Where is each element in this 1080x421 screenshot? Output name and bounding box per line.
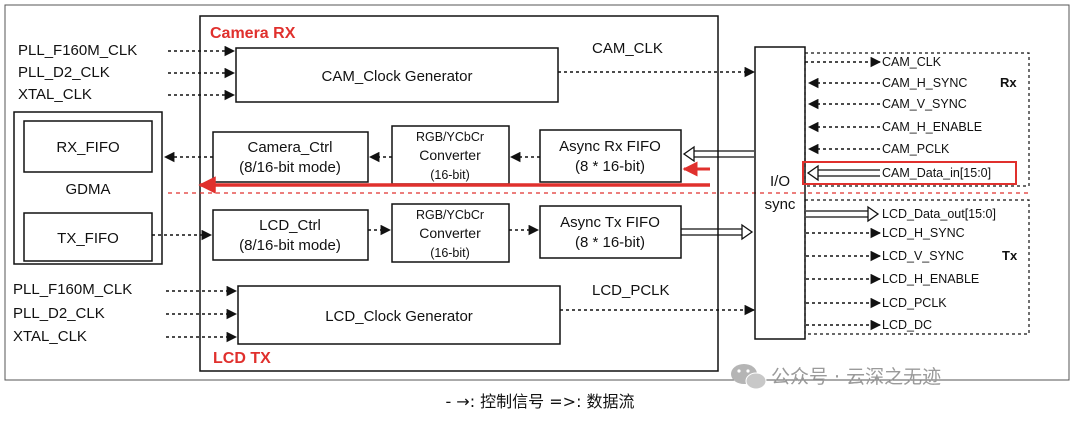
- data-flow-lcd-data-out: [806, 205, 880, 223]
- tx-signal-lcd-dc: LCD_DC: [882, 318, 932, 332]
- data-flow-tx-fifo-to-io: [681, 223, 754, 241]
- tx-signals-box: [804, 199, 1030, 335]
- cam-clk-label: CAM_CLK: [592, 40, 663, 57]
- lcd-pclk-label: LCD_PCLK: [592, 282, 670, 299]
- left-inputs-top: PLL_F160M_CLK PLL_D2_CLK XTAL_CLK: [18, 42, 236, 103]
- async-tx-fifo-line2: (8 * 16-bit): [575, 234, 645, 251]
- input-pll-f160m-bottom: PLL_F160M_CLK: [13, 281, 132, 298]
- rx-signal-cam-clk: CAM_CLK: [882, 55, 942, 69]
- tx-converter-line3: (16-bit): [430, 246, 470, 260]
- lcd-clock-generator-box: [237, 285, 561, 345]
- input-xtal-top: XTAL_CLK: [18, 86, 92, 103]
- rx-signal-cam-pclk: CAM_PCLK: [882, 142, 950, 156]
- cam-clock-generator-label: CAM_Clock Generator: [322, 68, 473, 85]
- rx-converter-line3: (16-bit): [430, 168, 470, 182]
- rx-fifo-box: [23, 120, 153, 173]
- async-tx-fifo-box: [539, 205, 682, 259]
- lcd-ctrl-box: [212, 209, 369, 261]
- camera-ctrl-line2: (8/16-bit mode): [239, 159, 341, 176]
- watermark-text: 公众号 · 云深之无迹: [771, 366, 941, 388]
- rx-signal-cam-h-sync: CAM_H_SYNC: [882, 76, 967, 90]
- cam-data-in-highlight: [802, 161, 1017, 185]
- tx-signal-lcd-v-sync: LCD_V_SYNC: [882, 249, 964, 263]
- data-flow-cam-data-in: [806, 164, 880, 182]
- lcd-ctrl-line2: (8/16-bit mode): [239, 237, 341, 254]
- io-sync-line2: sync: [765, 196, 796, 213]
- tx-fifo-box: [23, 212, 153, 262]
- tx-label: Tx: [1002, 248, 1018, 263]
- input-pll-d2-top: PLL_D2_CLK: [18, 64, 110, 81]
- cam-clock-generator-box: [235, 47, 559, 103]
- io-sync-line1: I/O: [770, 173, 790, 190]
- tx-signal-lcd-h-sync: LCD_H_SYNC: [882, 226, 965, 240]
- input-pll-d2-bottom: PLL_D2_CLK: [13, 305, 105, 322]
- io-sync-box: [754, 46, 806, 340]
- tx-converter-line1: RGB/YCbCr: [416, 208, 484, 222]
- async-rx-fifo-line2: (8 * 16-bit): [575, 158, 645, 175]
- left-inputs-bottom: PLL_F160M_CLK PLL_D2_CLK XTAL_CLK: [13, 281, 238, 345]
- outer-frame: [4, 4, 1070, 381]
- rx-converter-line1: RGB/YCbCr: [416, 130, 484, 144]
- tx-converter-line2: Converter: [419, 225, 481, 241]
- async-tx-fifo-line1: Async Tx FIFO: [560, 214, 660, 231]
- tx-signal-lcd-h-enable: LCD_H_ENABLE: [882, 272, 979, 286]
- gdma-title: GDMA: [66, 181, 111, 198]
- rx-signal-cam-v-sync: CAM_V_SYNC: [882, 97, 967, 111]
- lcd-tx-title: LCD TX: [213, 350, 271, 367]
- async-rx-fifo-line1: Async Rx FIFO: [559, 138, 661, 155]
- lcd-clock-generator-label: LCD_Clock Generator: [325, 308, 473, 325]
- rx-signal-cam-data-in: CAM_Data_in[15:0]: [882, 166, 991, 180]
- lcd-ctrl-line1: LCD_Ctrl: [259, 217, 321, 234]
- rx-converter-line2: Converter: [419, 147, 481, 163]
- tx-signal-lcd-data-out: LCD_Data_out[15:0]: [882, 207, 996, 221]
- data-flow-io-to-rx-fifo: [682, 145, 754, 163]
- tx-converter-box: [391, 203, 510, 263]
- watermark: 公众号 · 云深之无迹: [731, 364, 941, 390]
- async-rx-fifo-box: [539, 129, 682, 183]
- rx-fifo-label: RX_FIFO: [56, 139, 119, 156]
- tx-signal-lcd-pclk: LCD_PCLK: [882, 296, 947, 310]
- rx-signals-box: [804, 52, 1030, 187]
- wechat-icon: [731, 364, 767, 390]
- camera-rx-title: Camera RX: [210, 25, 296, 42]
- gdma-block: RX_FIFO GDMA TX_FIFO: [13, 111, 163, 265]
- legend-caption: - →: 控制信号 =>: 数据流: [445, 392, 634, 411]
- input-pll-f160m-top: PLL_F160M_CLK: [18, 42, 137, 59]
- camera-ctrl-line1: Camera_Ctrl: [247, 139, 332, 156]
- input-xtal-bottom: XTAL_CLK: [13, 328, 87, 345]
- tx-fifo-label: TX_FIFO: [57, 230, 119, 247]
- rx-signal-cam-h-enable: CAM_H_ENABLE: [882, 120, 982, 134]
- rx-label: Rx: [1000, 75, 1017, 90]
